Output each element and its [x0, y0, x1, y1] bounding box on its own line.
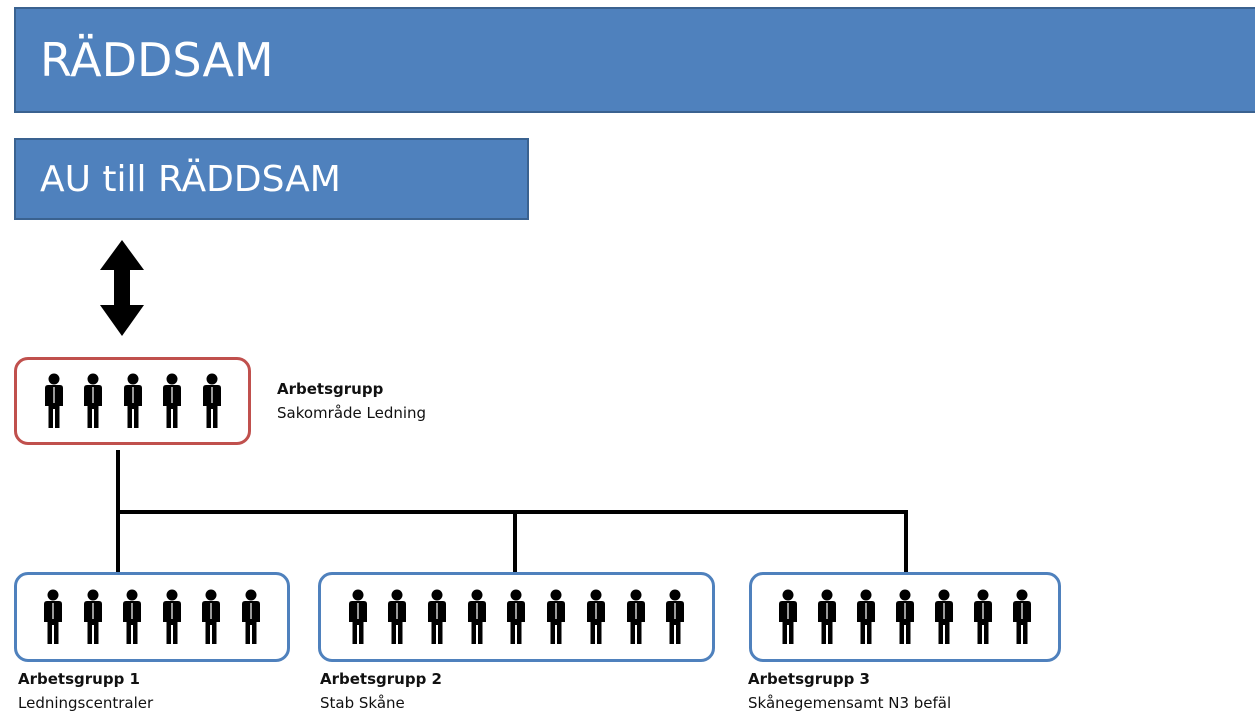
person-icon: [44, 373, 63, 428]
lead-group-subtitle: Sakområde Ledning: [277, 404, 427, 422]
group-2-label: Arbetsgrupp 2 Stab Skåne: [320, 667, 442, 715]
group-1-subtitle: Ledningscentraler: [18, 694, 154, 712]
lead-group-title: Arbetsgrupp: [277, 380, 384, 398]
group-1-title: Arbetsgrupp 1: [18, 670, 140, 688]
person-icon: [666, 589, 685, 644]
person-icon: [202, 373, 221, 428]
raddsam-title: RÄDDSAM: [40, 33, 274, 87]
au-banner: AU till RÄDDSAM: [14, 138, 529, 220]
person-icon: [44, 589, 63, 644]
person-icon: [241, 589, 260, 644]
person-icon: [857, 589, 875, 644]
person-icon: [202, 589, 221, 644]
person-icon: [428, 589, 447, 644]
lead-group-label: Arbetsgrupp Sakområde Ledning: [277, 377, 426, 425]
person-icon: [935, 589, 953, 644]
person-icon: [467, 589, 486, 644]
person-icon: [626, 589, 645, 644]
person-icon: [123, 373, 142, 428]
group-3-label: Arbetsgrupp 3 Skånegemensamt N3 befäl: [748, 667, 951, 715]
group-1-label: Arbetsgrupp 1 Ledningscentraler: [18, 667, 153, 715]
person-icon: [507, 589, 526, 644]
person-icon: [974, 589, 992, 644]
au-title: AU till RÄDDSAM: [40, 158, 341, 200]
raddsam-banner: RÄDDSAM: [14, 7, 1255, 113]
double-vertical-arrow-icon: [100, 240, 144, 336]
person-icon: [388, 589, 407, 644]
person-icon: [162, 589, 181, 644]
person-icon: [586, 589, 605, 644]
person-icon: [123, 589, 142, 644]
group-2-subtitle: Stab Skåne: [320, 694, 405, 712]
group-1-box: [14, 572, 290, 662]
person-icon: [818, 589, 836, 644]
group-2-box: [318, 572, 715, 662]
person-icon: [896, 589, 914, 644]
person-icon: [163, 373, 181, 428]
group-2-title: Arbetsgrupp 2: [320, 670, 442, 688]
lead-group-box: [14, 357, 251, 445]
person-icon: [84, 373, 102, 428]
group-3-title: Arbetsgrupp 3: [748, 670, 870, 688]
person-icon: [1013, 589, 1031, 644]
group-3-box: [749, 572, 1061, 662]
person-icon: [348, 589, 367, 644]
org-connectors: [116, 450, 908, 574]
group-3-subtitle: Skånegemensamt N3 befäl: [748, 694, 952, 712]
person-icon: [83, 589, 102, 644]
person-icon: [547, 589, 566, 644]
person-icon: [779, 589, 797, 644]
